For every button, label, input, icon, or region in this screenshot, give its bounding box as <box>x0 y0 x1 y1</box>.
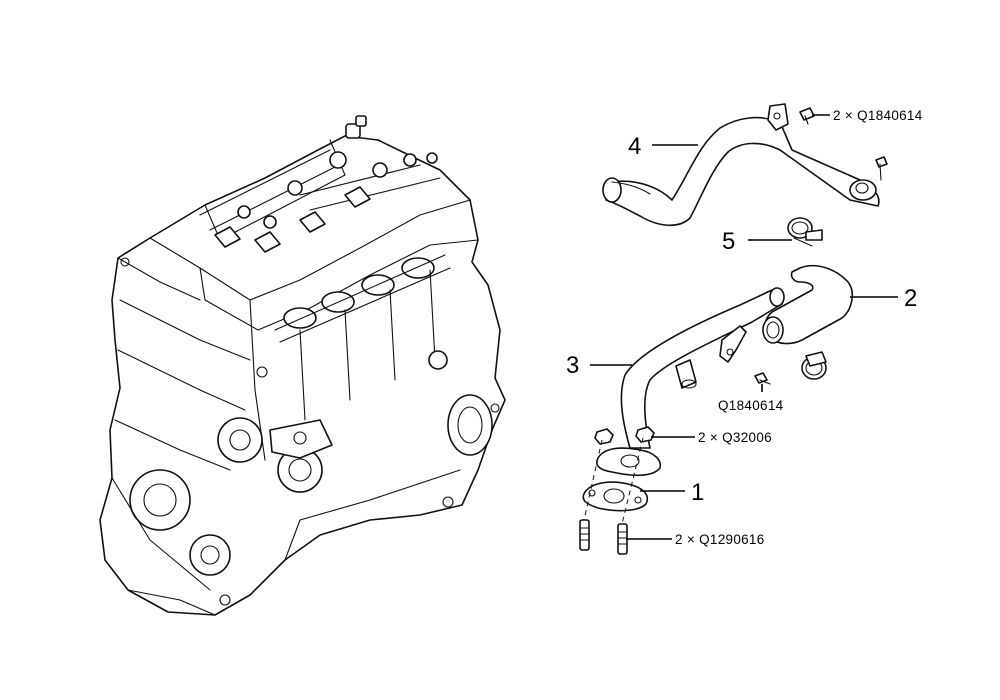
callout-4: 4 <box>628 133 641 160</box>
alignment-line <box>583 439 603 521</box>
callout-2: 2 <box>904 285 917 312</box>
coolant-pipe-lower <box>594 287 785 477</box>
studs <box>579 519 628 555</box>
flange-gasket <box>582 481 649 512</box>
leader-lines <box>590 114 898 540</box>
coolant-hose <box>762 264 854 380</box>
fastener-label-pipe3-bolt: Q1840614 <box>718 398 784 413</box>
fastener-label-pipe4-bolts: 2 × Q1840614 <box>833 108 923 123</box>
alignment-line <box>621 437 644 525</box>
coolant-pipe-upper <box>602 103 888 227</box>
callout-3: 3 <box>566 352 579 379</box>
fastener-label-studs: 2 × Q1290616 <box>675 532 765 547</box>
engine-block <box>99 115 506 616</box>
callout-5: 5 <box>722 228 735 255</box>
fastener-label-nuts: 2 × Q32006 <box>698 430 772 445</box>
hose-clamp <box>787 217 823 247</box>
callout-1: 1 <box>691 479 704 506</box>
